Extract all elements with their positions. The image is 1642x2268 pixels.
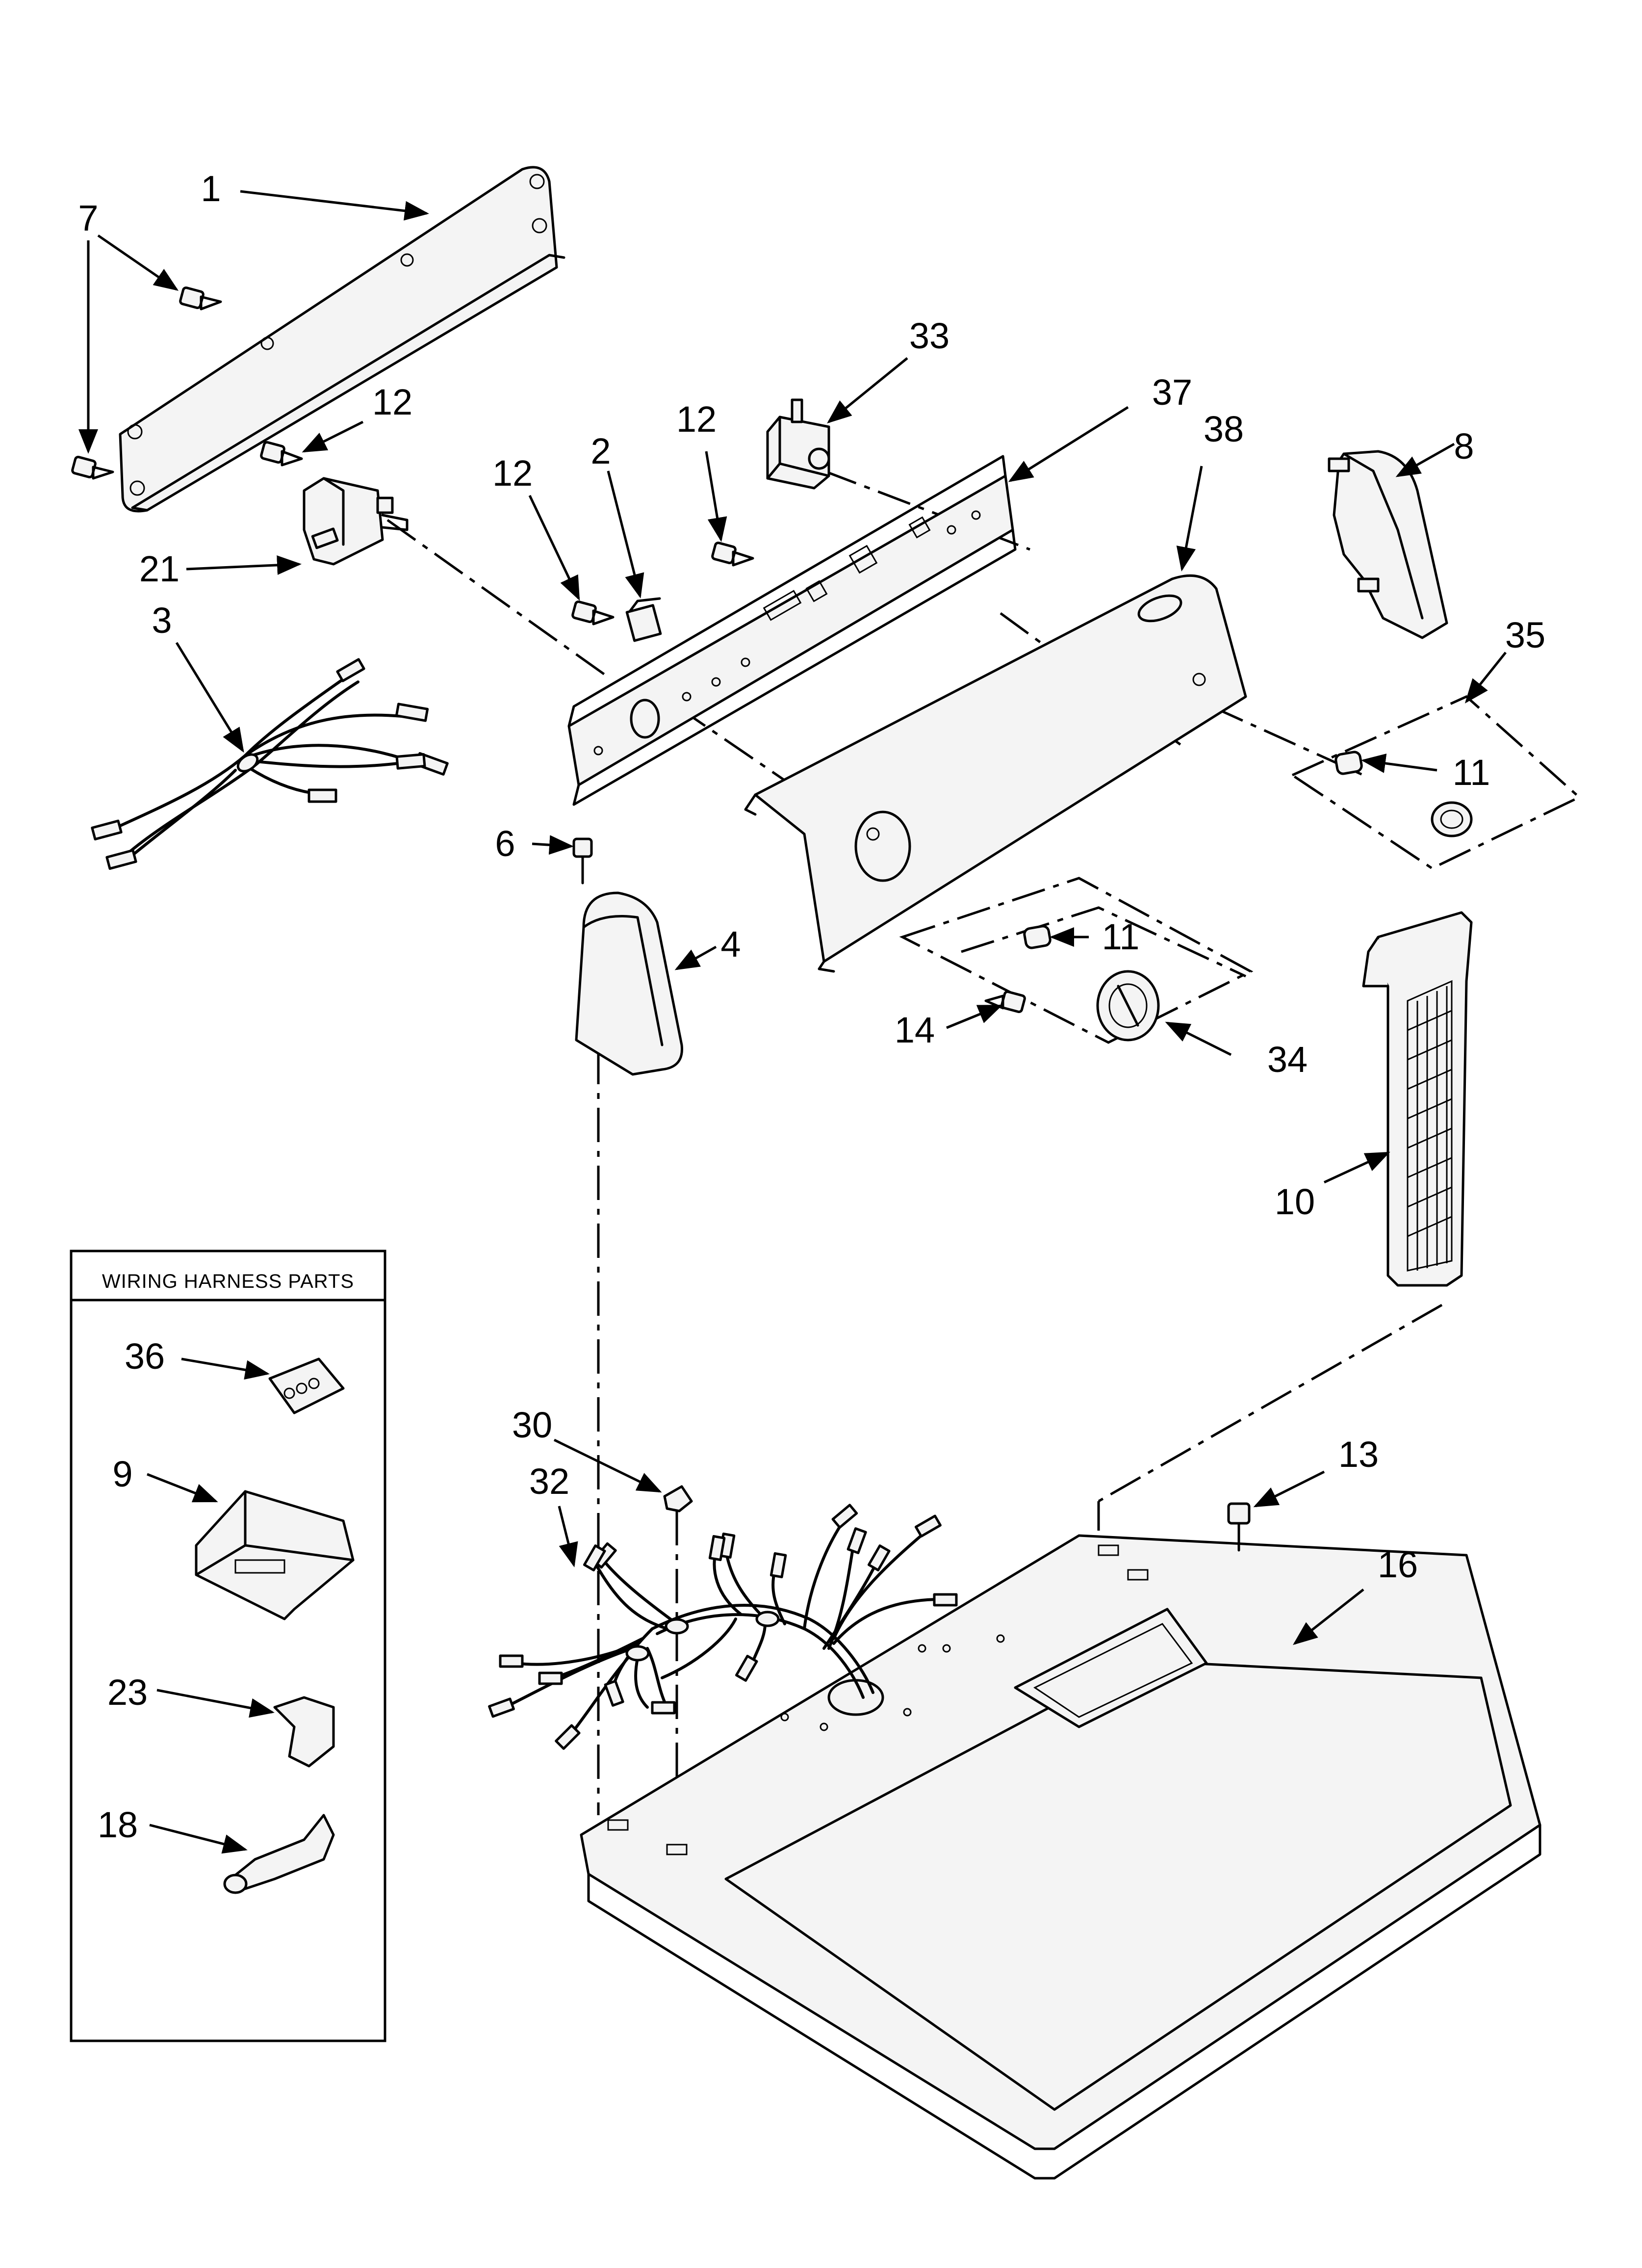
part-13-screw — [1227, 1502, 1251, 1552]
part-21-timer — [303, 477, 409, 566]
callout-33: 33 — [909, 315, 949, 356]
callout-18: 18 — [98, 1804, 138, 1845]
callout-8: 8 — [1454, 426, 1474, 467]
callout-32: 32 — [529, 1461, 569, 1502]
callout-labels: 1 7 12 12 2 12 33 37 38 8 21 3 35 11 11 … — [78, 168, 1545, 1845]
part-9-connector-block — [195, 1490, 355, 1620]
part-35-knob-kit-box — [1289, 695, 1582, 870]
wiring-harness-parts-box: WIRING HARNESS PARTS — [70, 1250, 386, 2042]
part-12-screw-right — [711, 541, 754, 567]
callout-11-right: 11 — [1453, 752, 1490, 793]
part-10-lint-screen — [1362, 911, 1473, 1287]
part-34-knob-kit-box — [899, 877, 1254, 1044]
callout-21: 21 — [139, 548, 180, 589]
callout-35: 35 — [1505, 615, 1545, 655]
callout-1: 1 — [201, 168, 221, 209]
callout-14: 14 — [895, 1010, 935, 1050]
part-23-clip — [273, 1696, 335, 1768]
callout-36: 36 — [125, 1336, 165, 1377]
callout-30: 30 — [512, 1405, 552, 1445]
part-3-wire-harness — [91, 658, 449, 870]
callout-12-left: 12 — [372, 382, 412, 422]
part-30-clip — [663, 1485, 693, 1512]
callout-13: 13 — [1338, 1434, 1379, 1475]
callout-12-right: 12 — [676, 399, 717, 440]
part-7-screw-lower — [71, 455, 114, 480]
part-32-main-wire-harness — [488, 1504, 958, 1750]
part-7-screw-upper — [179, 286, 222, 311]
part-11-spacer-middle — [1023, 925, 1052, 949]
leader-arrows — [78, 190, 1507, 1854]
part-37-control-bracket — [567, 455, 1017, 806]
part-18-terminal — [223, 1814, 335, 1894]
part-2-switch — [625, 597, 662, 642]
part-1-rear-panel — [119, 166, 565, 513]
part-8-end-cap — [1328, 450, 1448, 639]
wiring-harness-parts-title: WIRING HARNESS PARTS — [102, 1271, 354, 1292]
part-34-control-knob — [1096, 970, 1160, 1042]
callout-3: 3 — [152, 600, 172, 641]
callout-2: 2 — [590, 431, 611, 471]
callout-38: 38 — [1204, 409, 1244, 449]
callout-7: 7 — [78, 198, 98, 238]
callout-9: 9 — [112, 1454, 132, 1494]
part-11-spacer-right — [1334, 751, 1363, 775]
part-33-push-switch — [766, 398, 830, 490]
part-12-screw-middle — [571, 600, 615, 626]
callout-10: 10 — [1275, 1181, 1315, 1222]
callout-6: 6 — [495, 823, 515, 864]
part-6-screw — [572, 837, 593, 885]
part-35-knob-right — [1431, 801, 1473, 837]
callout-34: 34 — [1267, 1039, 1308, 1080]
part-38-console — [744, 574, 1247, 973]
callout-16: 16 — [1378, 1544, 1418, 1585]
callout-23: 23 — [107, 1672, 148, 1713]
callout-11-middle: 11 — [1102, 916, 1140, 957]
part-14-screw — [984, 990, 1026, 1014]
callout-12-middle: 12 — [492, 453, 533, 494]
part-36-connector — [268, 1357, 345, 1414]
callout-37: 37 — [1152, 372, 1192, 413]
callout-4: 4 — [720, 924, 741, 965]
part-12-screw-left — [260, 441, 303, 467]
part-4-end-cap — [575, 891, 683, 1076]
part-16-top-panel — [580, 1534, 1541, 2180]
